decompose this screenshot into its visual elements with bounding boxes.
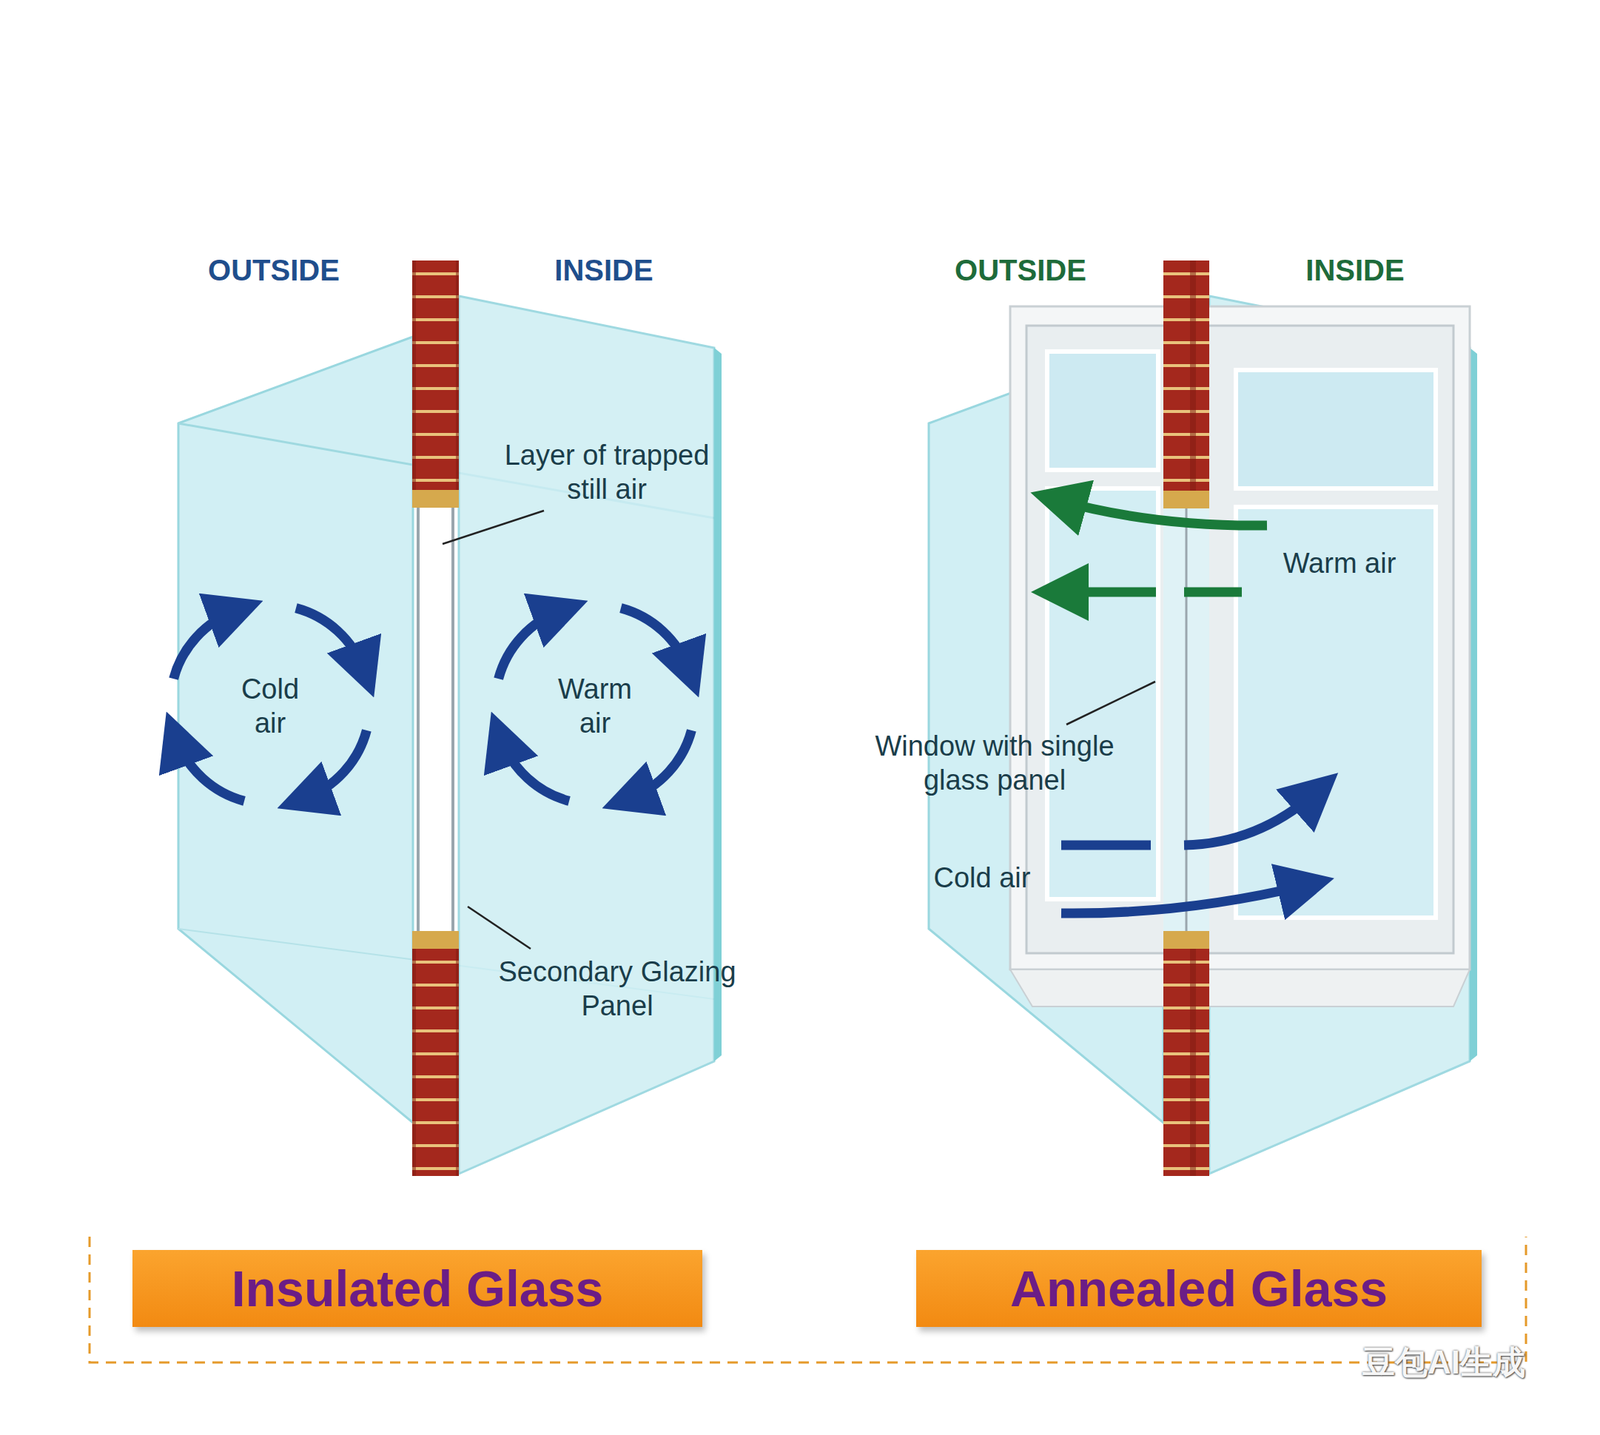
band-title: Insulated Glass [231,1259,604,1318]
title-band: Annealed Glass [916,1249,1482,1327]
side-heading: INSIDE [1305,252,1404,289]
air-label: Cold air [229,671,311,741]
title-band: Insulated Glass [132,1249,703,1327]
circulation-arrow [304,730,367,799]
side-heading: INSIDE [554,252,653,289]
callout-label: Layer of trapped still air [484,438,729,507]
side-heading: OUTSIDE [207,252,340,289]
circulation-arrow [173,610,237,679]
dashed-bracket [89,1236,1526,1363]
insulated-illustration [178,260,722,1176]
band-title: Annealed Glass [1010,1259,1388,1318]
circulation-arrow [498,610,561,679]
callout-label: Window with single glass panel [861,728,1128,798]
circulation-arrow [176,738,245,801]
circulation-arrow [296,608,365,671]
watermark: 豆包AI生成 [1362,1342,1526,1383]
circulation-arrow [620,608,689,671]
circulation-arrow [629,730,692,799]
air-label: Warm air [554,671,636,741]
callout-label: Secondary Glazing Panel [480,954,755,1024]
air-label: Cold air [933,860,1031,895]
annealed-illustration [928,260,1478,1176]
side-heading: OUTSIDE [954,252,1087,289]
air-label: Warm air [1283,546,1397,581]
circulation-arrows [173,608,692,802]
circulation-arrow [501,738,570,801]
